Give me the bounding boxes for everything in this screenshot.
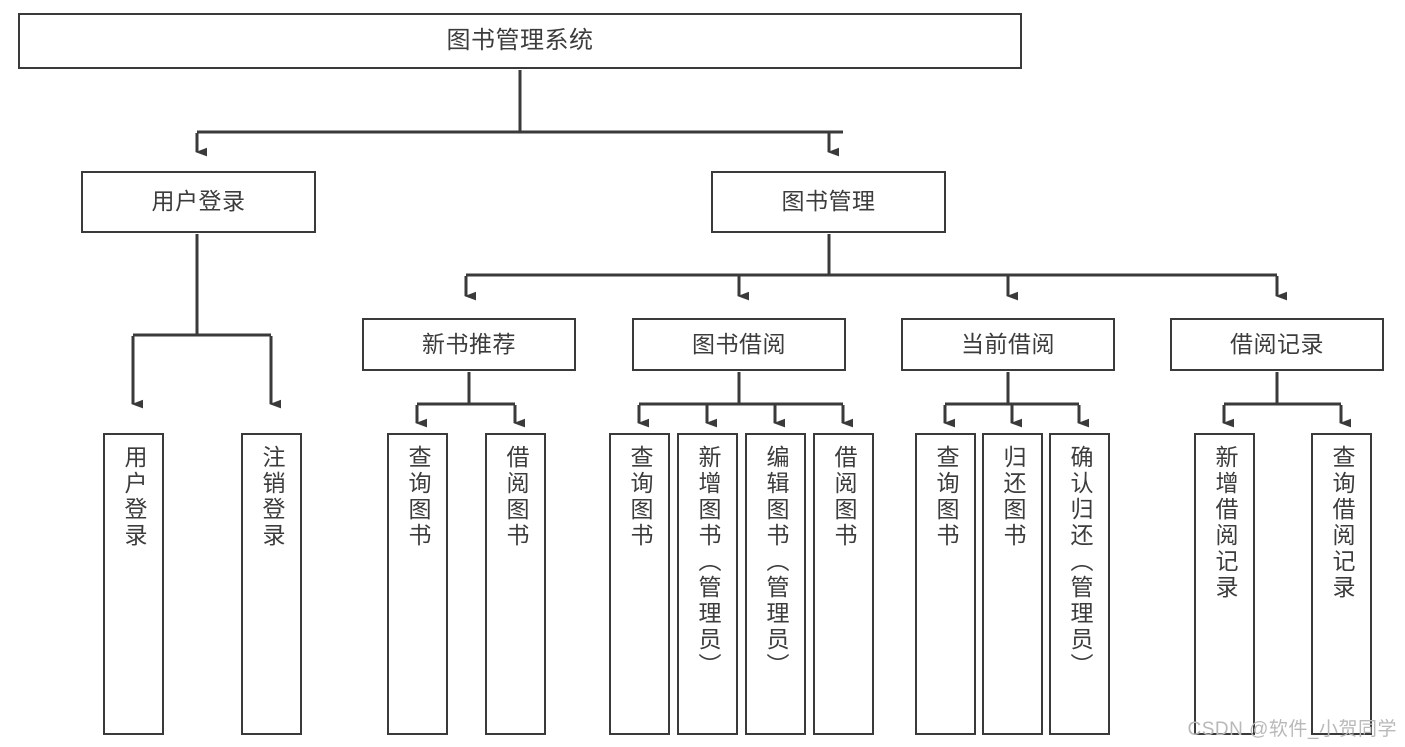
node-label: 图书管理系统 — [446, 26, 594, 54]
leaf-borrow-borrow-book[interactable]: 借阅图书 — [813, 433, 874, 735]
node-root-system[interactable]: 图书管理系统 — [18, 13, 1022, 69]
node-label: 新增借阅记录 — [1212, 445, 1238, 601]
node-current-borrow[interactable]: 当前借阅 — [901, 318, 1115, 371]
node-label: 图书管理 — [781, 188, 876, 215]
connector-current-to-leaves — [943, 372, 1089, 428]
node-label: 确认归还（管理员） — [1067, 445, 1093, 679]
node-label: 借阅图书 — [503, 445, 529, 549]
node-label: 注销登录 — [259, 445, 285, 549]
leaf-borrow-query-book[interactable]: 查询图书 — [609, 433, 670, 735]
node-label: 查询图书 — [933, 445, 959, 549]
leaf-newbook-query-book[interactable]: 查询图书 — [387, 433, 448, 735]
node-label: 借阅图书 — [831, 445, 857, 549]
connector-root-to-level2 — [195, 70, 843, 157]
leaf-newbook-borrow-book[interactable]: 借阅图书 — [485, 433, 546, 735]
leaf-current-confirm-return-admin[interactable]: 确认归还（管理员） — [1049, 433, 1110, 735]
node-label: 用户登录 — [151, 188, 246, 215]
leaf-user-login[interactable]: 用户登录 — [103, 433, 164, 735]
leaf-record-query-record[interactable]: 查询借阅记录 — [1311, 433, 1372, 735]
node-user-login[interactable]: 用户登录 — [81, 171, 316, 233]
connector-userlogin-to-leaves — [131, 234, 281, 409]
connector-record-to-leaves — [1222, 372, 1351, 428]
node-book-management[interactable]: 图书管理 — [711, 171, 946, 233]
connector-newbook-to-leaves — [415, 372, 525, 428]
connector-borrow-to-leaves — [637, 372, 853, 428]
node-borrow-record[interactable]: 借阅记录 — [1170, 318, 1384, 371]
leaf-current-return-book[interactable]: 归还图书 — [982, 433, 1043, 735]
node-label: 新书推荐 — [422, 330, 516, 357]
node-book-borrow[interactable]: 图书借阅 — [632, 318, 846, 371]
leaf-logout[interactable]: 注销登录 — [241, 433, 302, 735]
node-label: 当前借阅 — [961, 330, 1055, 357]
leaf-borrow-edit-book-admin[interactable]: 编辑图书（管理员） — [745, 433, 806, 735]
leaf-current-query-book[interactable]: 查询图书 — [915, 433, 976, 735]
node-label: 新增图书（管理员） — [695, 445, 721, 679]
leaf-record-add-record[interactable]: 新增借阅记录 — [1194, 433, 1255, 735]
node-label: 归还图书 — [1000, 445, 1026, 549]
leaf-borrow-add-book-admin[interactable]: 新增图书（管理员） — [677, 433, 738, 735]
watermark-text: CSDN @软件_小贺同学 — [1187, 719, 1397, 740]
node-label: 查询图书 — [627, 445, 653, 549]
connector-bookmgmt-to-level3 — [464, 234, 1287, 301]
node-label: 查询图书 — [405, 445, 431, 549]
node-new-book-recommend[interactable]: 新书推荐 — [362, 318, 576, 371]
node-label: 借阅记录 — [1230, 330, 1324, 357]
node-label: 用户登录 — [121, 445, 147, 549]
node-label: 编辑图书（管理员） — [763, 445, 789, 679]
node-label: 图书借阅 — [692, 330, 786, 357]
node-label: 查询借阅记录 — [1329, 445, 1355, 601]
